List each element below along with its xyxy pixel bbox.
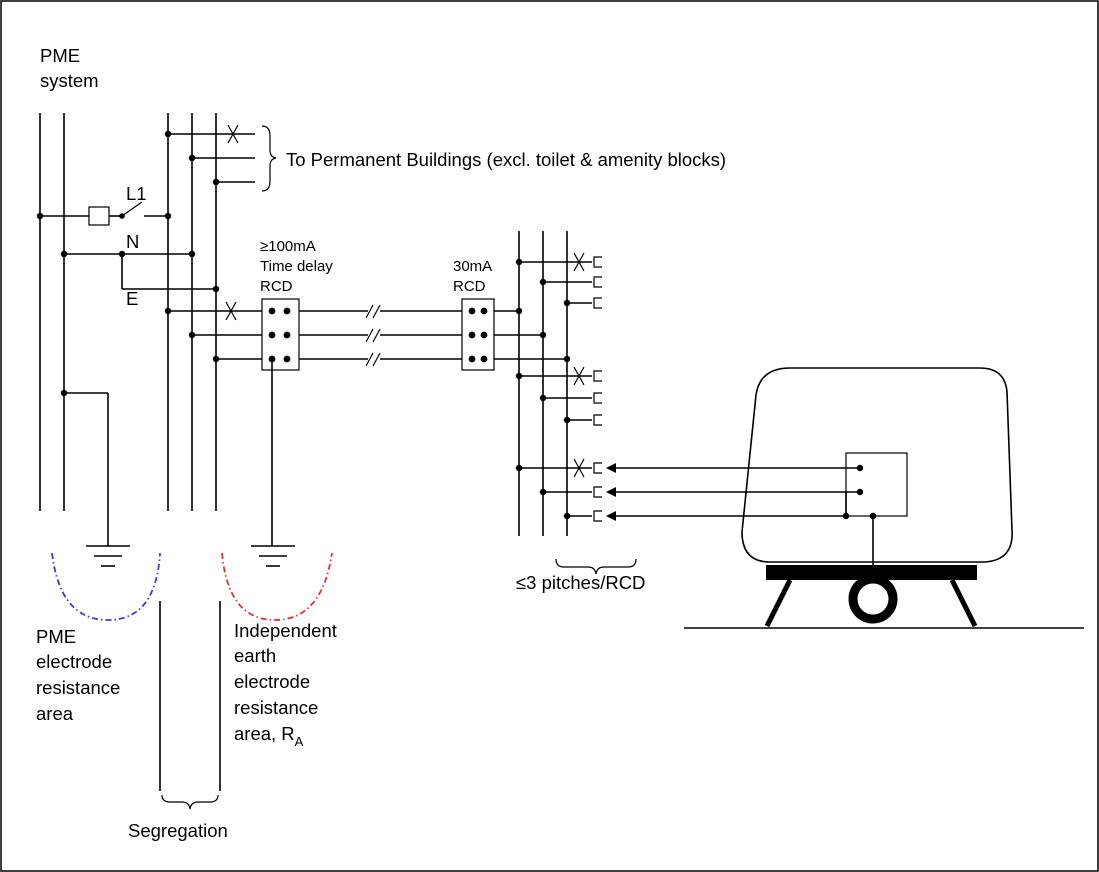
socket-group-3 [515, 458, 602, 522]
label-area-ra: area, R [234, 723, 295, 744]
socket-icon [593, 486, 602, 498]
label-pme-area-2: electrode [36, 651, 112, 672]
arrow-icon [606, 487, 616, 497]
socket-icon [593, 370, 602, 382]
label-independent-5: area, RA [234, 723, 304, 749]
caravan-body [741, 367, 1013, 563]
label-independent-4: resistance [234, 697, 318, 718]
socket-group-2 [515, 366, 602, 426]
arrow-icon [606, 463, 616, 473]
label-pme-area-1: PME [36, 626, 76, 647]
independent-electrode-area-arc [221, 552, 333, 621]
arrow-icon [606, 511, 616, 521]
pitches-brace-icon [555, 558, 637, 575]
label-pme-area-4: area [36, 703, 74, 724]
label-independent-1: Independent [234, 620, 337, 641]
wheel-icon [848, 574, 898, 624]
line-l1 [36, 201, 172, 226]
label-l1: L1 [126, 183, 147, 204]
fuse-icon [88, 206, 110, 226]
label-segregation: Segregation [128, 820, 228, 841]
segregation-marker [159, 601, 221, 810]
caravan [684, 367, 1084, 629]
socket-icon [593, 392, 602, 404]
permanent-building-feeders [164, 124, 277, 192]
label-e: E [126, 288, 138, 309]
label-to-permanent-buildings: To Permanent Buildings (excl. toilet & a… [286, 149, 726, 170]
pme-supply-conductors [39, 113, 65, 511]
segregation-brace-icon [161, 794, 219, 810]
rcd-100ma [251, 298, 300, 567]
pme-electrode-area-arc [51, 552, 161, 621]
label-rcd30-1: 30mA [453, 258, 492, 275]
cable-break-icon [365, 304, 381, 319]
label-pitches-per-rcd: ≤3 pitches/RCD [516, 572, 645, 593]
label-n: N [126, 231, 139, 252]
socket-icon [593, 276, 602, 288]
rcd-30ma [461, 298, 571, 371]
socket-group-1 [515, 252, 602, 309]
caravan-consumer-unit [845, 452, 908, 517]
label-pme-system-2: system [40, 70, 99, 91]
label-pme-system-1: PME [40, 45, 80, 66]
label-rcd100-1: ≥100mA [260, 238, 316, 255]
cable-run [299, 304, 462, 367]
label-rcd100-3: RCD [260, 278, 293, 295]
label-pme-area-3: resistance [36, 677, 120, 698]
socket-icon [593, 510, 602, 522]
brace-icon [261, 125, 277, 192]
caravan-chassis [766, 565, 977, 580]
submain-to-rcd100 [164, 301, 262, 363]
line-earth [122, 285, 220, 293]
label-rcd30-2: RCD [453, 278, 486, 295]
label-ra-subscript: A [295, 734, 304, 749]
socket-icon [593, 462, 602, 474]
socket-icon [593, 256, 602, 268]
socket-icon [593, 297, 602, 309]
label-independent-2: earth [234, 645, 276, 666]
distribution-bus [167, 113, 217, 511]
switch-icon [121, 201, 143, 217]
pme-earth-link [60, 389, 130, 567]
caravan-supply-leads [606, 463, 864, 521]
line-neutral [60, 250, 196, 289]
label-rcd100-2: Time delay [260, 258, 333, 275]
label-independent-3: electrode [234, 671, 310, 692]
socket-icon [593, 414, 602, 426]
